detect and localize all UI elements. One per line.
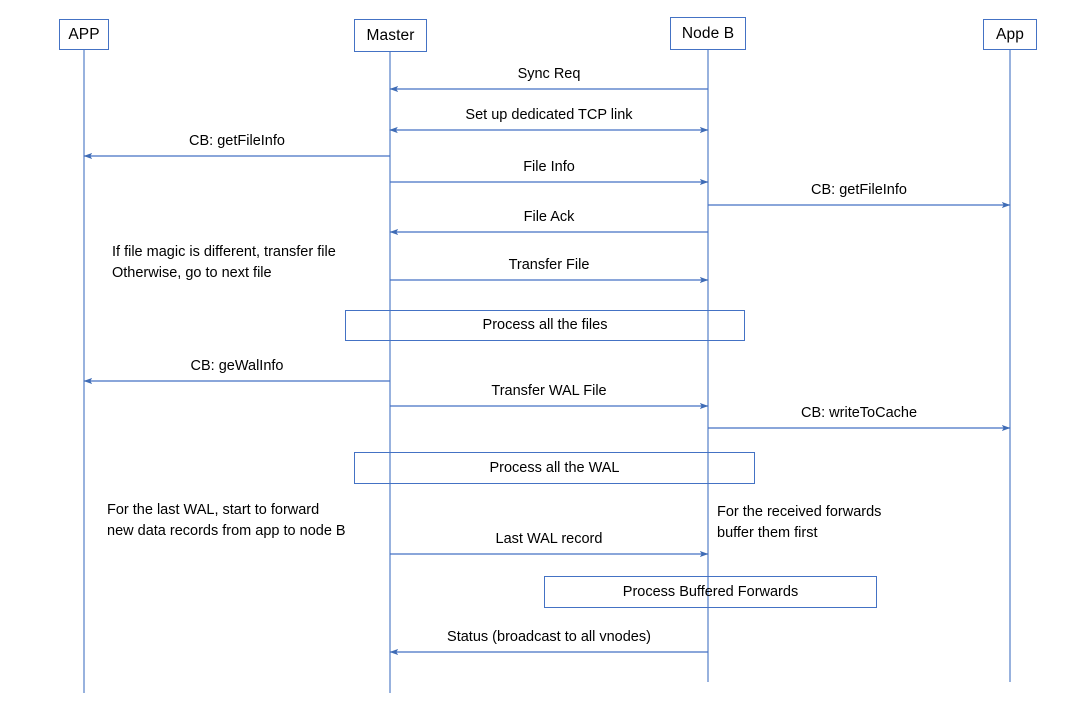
participant-label: Node B: [681, 24, 735, 42]
message-label-m7: Transfer File: [508, 257, 590, 273]
participant-label: APP: [68, 25, 100, 43]
lifelines-group: [83, 50, 1011, 693]
participant-head-app_left[interactable]: APP: [59, 19, 109, 50]
participant-head-nodeb[interactable]: Node B: [670, 17, 746, 50]
participant-head-master[interactable]: Master: [354, 19, 427, 52]
message-label-m12: Status (broadcast to all vnodes): [447, 629, 651, 645]
message-arrows-group: [83, 85, 1011, 656]
note-n2: For the last WAL, start to forward new d…: [107, 502, 346, 539]
note-n1: If file magic is different, transfer fil…: [112, 244, 336, 281]
message-label-m6: File Ack: [523, 209, 575, 225]
frame-label: Process Buffered Forwards: [622, 583, 799, 600]
message-label-m2: Set up dedicated TCP link: [465, 107, 633, 123]
message-label-m11: Last WAL record: [495, 531, 603, 547]
message-label-m10: CB: writeToCache: [800, 405, 918, 421]
message-label-m3: CB: getFileInfo: [189, 133, 285, 149]
frame-label: Process all the files: [482, 317, 608, 334]
participant-label: App: [996, 25, 1024, 43]
message-label-m5: CB: getFileInfo: [811, 182, 907, 198]
message-label-m8: CB: geWalInfo: [190, 358, 284, 374]
participant-label: Master: [366, 26, 415, 44]
message-label-m4: File Info: [523, 159, 575, 175]
note-n3: For the received forwards buffer them fi…: [717, 504, 882, 541]
frame-box-f3[interactable]: Process Buffered Forwards: [544, 576, 877, 608]
frame-box-f1[interactable]: Process all the files: [345, 310, 745, 341]
participant-head-app_right[interactable]: App: [983, 19, 1037, 50]
frame-box-f2[interactable]: Process all the WAL: [354, 452, 755, 484]
message-label-m9: Transfer WAL File: [491, 383, 607, 399]
frame-label: Process all the WAL: [489, 459, 620, 476]
message-label-m1: Sync Req: [517, 66, 581, 82]
